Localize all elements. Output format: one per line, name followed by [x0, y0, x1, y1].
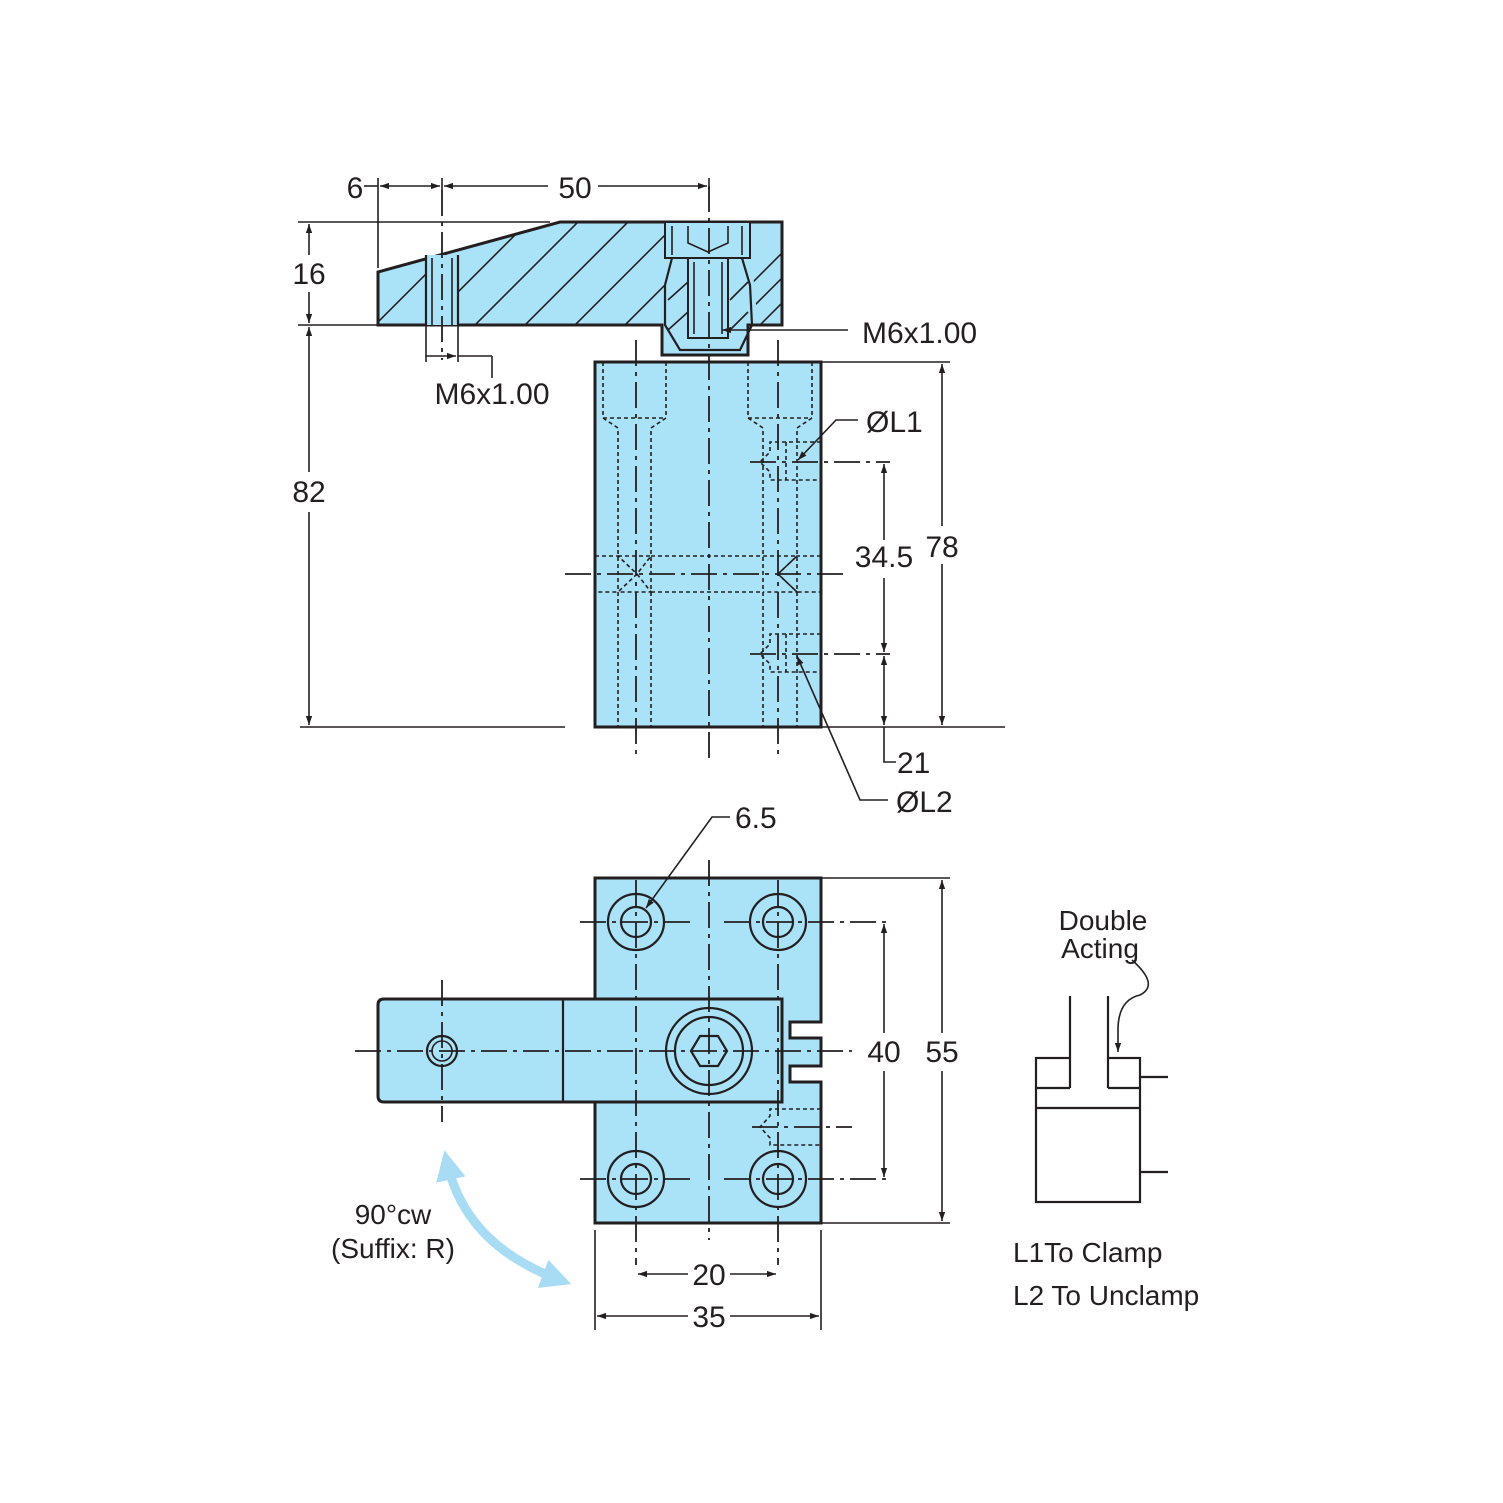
dim-body-width-x: 35 [692, 1301, 725, 1334]
dim-body-height: 82 [292, 476, 325, 509]
dim-arm-height: 16 [292, 258, 325, 291]
dim-hole-dia: 6.5 [735, 802, 777, 835]
side-section-view: 6 50 16 82 M6x1.00 M6x1.00 ØL1 ØL2 34.5 [292, 172, 1005, 819]
rotation-label: 90°cw [355, 1199, 432, 1230]
dim-arm-offset: 6 [347, 172, 364, 205]
schematic-title-line2: Acting [1061, 933, 1139, 964]
thread-arm-label: M6x1.00 [434, 378, 549, 411]
dim-body-length: 78 [925, 531, 958, 564]
schematic-title-line1: Double [1059, 905, 1148, 936]
dim-hole-pitch-y: 40 [867, 1036, 900, 1069]
port-l1-label: ØL1 [866, 406, 923, 439]
double-acting-schematic: Double Acting L1To Clamp L2 To Unclamp [1013, 905, 1199, 1311]
plan-view: 6.5 40 55 20 35 90°cw (Suffix: R) [331, 802, 959, 1334]
dim-body-width-y: 55 [925, 1036, 958, 1069]
port-l2-label: ØL2 [896, 786, 953, 819]
dim-port-offset: 21 [897, 747, 930, 780]
dim-port-spacing: 34.5 [855, 541, 913, 574]
dim-hole-pitch-x: 20 [692, 1259, 725, 1292]
cylinder-body [593, 360, 823, 729]
rotation-suffix: (Suffix: R) [331, 1233, 455, 1264]
legend-l2: L2 To Unclamp [1013, 1280, 1199, 1311]
dim-arm-length: 50 [558, 172, 591, 205]
legend-l1: L1To Clamp [1013, 1237, 1162, 1268]
rotation-arrow-icon [436, 1150, 572, 1288]
thread-pin-label: M6x1.00 [862, 317, 977, 350]
